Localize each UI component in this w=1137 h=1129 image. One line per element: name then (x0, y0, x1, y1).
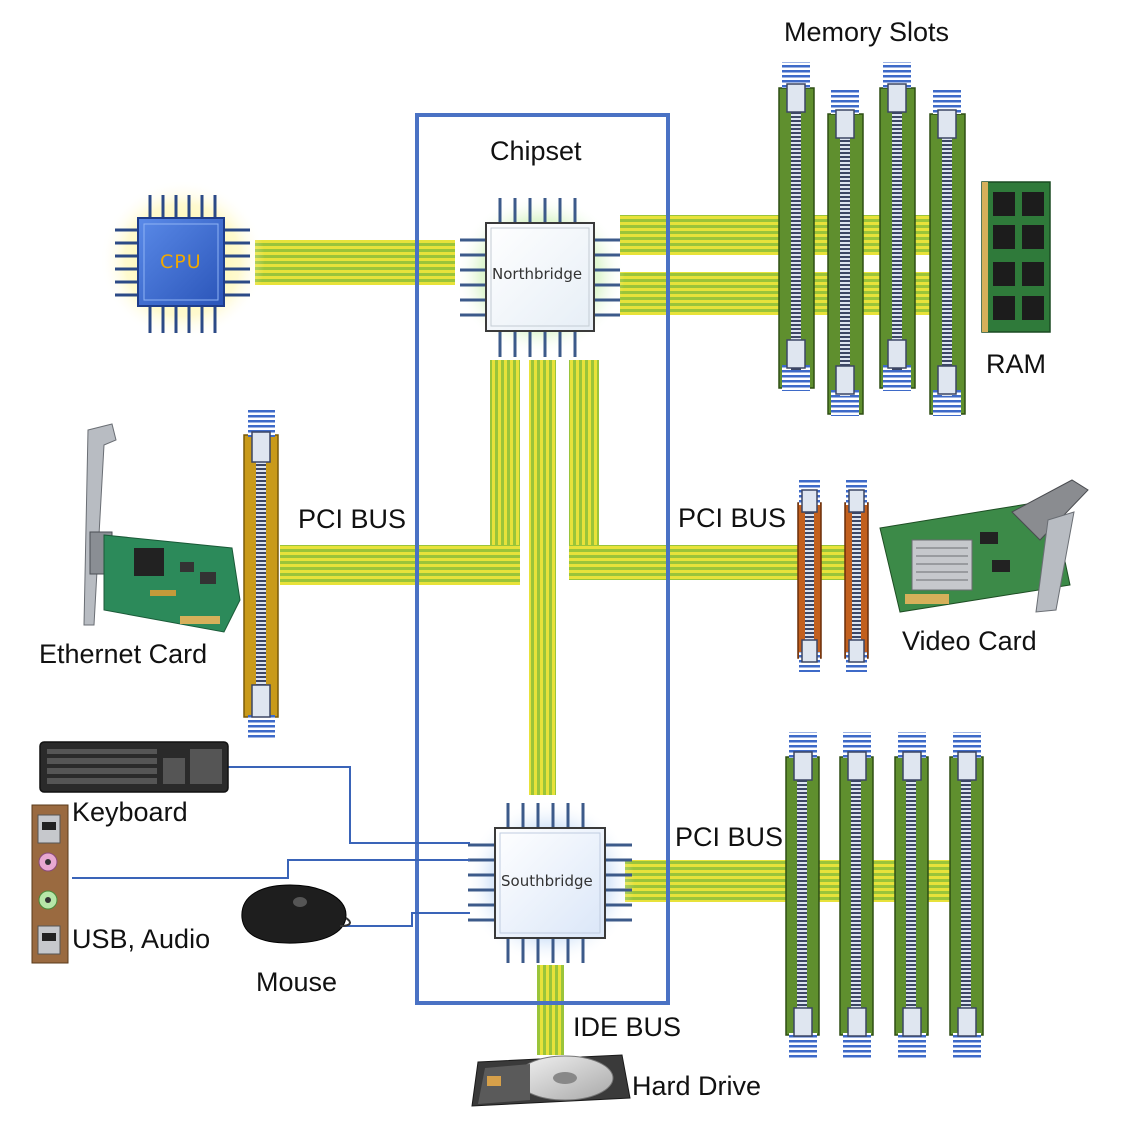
ethernet-card-icon (83, 423, 241, 633)
keyboard-icon (39, 741, 229, 793)
pci-slot-video-1 (797, 480, 822, 672)
pci-bus-left-lines (280, 545, 520, 585)
ram-label: RAM (986, 349, 1046, 379)
chipset-label: Chipset (490, 136, 582, 166)
keyboard-label: Keyboard (72, 797, 188, 827)
memory-slot-4 (929, 88, 966, 416)
memory-slot-3 (879, 62, 916, 391)
ethernet-card-label: Ethernet Card (39, 639, 208, 669)
cpu-northbridge-bus (255, 240, 455, 285)
memory-slot-1 (778, 62, 815, 391)
peripheral-wires (72, 766, 470, 927)
pci-slot-bottom-3 (894, 732, 929, 1059)
memory-slots-label: Memory Slots (784, 17, 950, 47)
video-card-icon (879, 479, 1089, 613)
pci-slot-bottom-4 (949, 732, 984, 1059)
pci-slot-video-2 (844, 480, 869, 672)
memory-bus (620, 215, 930, 315)
pci-bus-right-label: PCI BUS (678, 503, 787, 533)
video-card-label: Video Card (902, 626, 1037, 656)
memory-slot-2 (827, 88, 864, 416)
cpu-label: CPU (160, 251, 202, 273)
mouse-icon (241, 884, 351, 944)
pci-slot-bottom-1 (785, 732, 820, 1059)
southbridge-chip-icon (465, 800, 635, 965)
pci-slot-bottom-2 (839, 732, 874, 1059)
northbridge-vertical-buses (490, 360, 599, 795)
usb-audio-panel-icon (31, 804, 69, 964)
cpu-chip-icon (100, 180, 265, 340)
pci-bus-bottom-label: PCI BUS (675, 822, 784, 852)
chipset-border (415, 113, 670, 1005)
hard-drive-label: Hard Drive (632, 1071, 762, 1101)
southbridge-label: Southbridge (501, 872, 593, 890)
ide-bus-label: IDE BUS (573, 1012, 682, 1042)
ide-bus-lines (537, 965, 564, 1055)
mouse-label: Mouse (256, 967, 338, 997)
hard-drive-icon (471, 1054, 631, 1107)
pci-slot-ethernet (243, 410, 279, 740)
ram-module-icon (981, 181, 1051, 333)
usb-audio-label: USB, Audio (72, 924, 211, 954)
pci-bus-left-label: PCI BUS (298, 504, 407, 534)
northbridge-label: Northbridge (492, 265, 583, 283)
northbridge-chip-icon (455, 195, 625, 357)
